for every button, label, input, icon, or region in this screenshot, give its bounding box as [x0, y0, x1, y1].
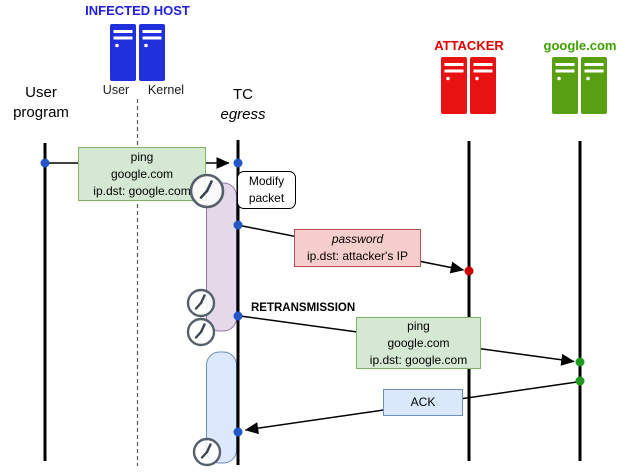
server-stack-icon-google	[552, 57, 607, 114]
actor-label-attacker: ATTACKER	[434, 38, 504, 53]
event-dot-google-receive	[575, 357, 585, 367]
activation-bar-blue	[206, 351, 237, 464]
message-box-ping-initial: ping google.com ip.dst: google.com	[78, 147, 206, 201]
ping-initial-line3: ip.dst: google.com	[93, 184, 191, 198]
event-dot-user-send	[40, 158, 50, 168]
message-box-ack: ACK	[383, 389, 463, 416]
event-dot-google-ack-send	[575, 376, 585, 386]
clock-icon-2	[186, 288, 216, 318]
event-dot-tc-retransmit	[233, 311, 243, 321]
ping-initial-line1: ping	[130, 150, 154, 164]
actor-label-tc-egress: TC egress	[210, 85, 276, 125]
sublabel-user-space: User	[102, 83, 130, 97]
note-box-modify-packet: Modify packet	[237, 171, 296, 209]
message-box-password: password ip.dst: attacker's IP	[294, 229, 421, 267]
server-stack-icon-infected-host	[110, 24, 165, 81]
ping-retransmit-line2: google.com	[387, 336, 450, 350]
event-dot-attacker-receive	[464, 266, 474, 276]
password-line1: password	[331, 232, 384, 246]
tc-label-line2: egress	[220, 106, 266, 123]
message-box-ping-retransmit: ping google.com ip.dst: google.com	[356, 317, 481, 369]
ping-initial-line2: google.com	[110, 167, 174, 181]
tc-label-line1: TC	[233, 86, 253, 103]
actor-label-infected-host: INFECTED HOST	[85, 3, 190, 18]
sublabel-kernel-space: Kernel	[147, 83, 185, 97]
event-dot-tc-ack-receive	[233, 427, 243, 437]
event-dot-tc-receive	[233, 158, 243, 168]
retransmission-label: RETRANSMISSION	[251, 302, 356, 314]
clock-icon-4	[192, 437, 222, 467]
password-line2: ip.dst: attacker's IP	[307, 249, 408, 263]
actor-label-user-program: User program	[13, 84, 69, 121]
event-dot-tc-send-password	[233, 220, 243, 230]
activation-bar-purple	[206, 182, 237, 332]
clock-icon-3	[186, 317, 216, 347]
ping-retransmit-line1: ping	[407, 319, 430, 333]
modify-packet-line1: Modify	[248, 174, 285, 188]
server-stack-icon-attacker	[441, 57, 496, 114]
modify-packet-line2: packet	[248, 191, 285, 205]
ping-retransmit-line3: ip.dst: google.com	[369, 353, 468, 367]
actor-label-google: google.com	[543, 38, 617, 53]
